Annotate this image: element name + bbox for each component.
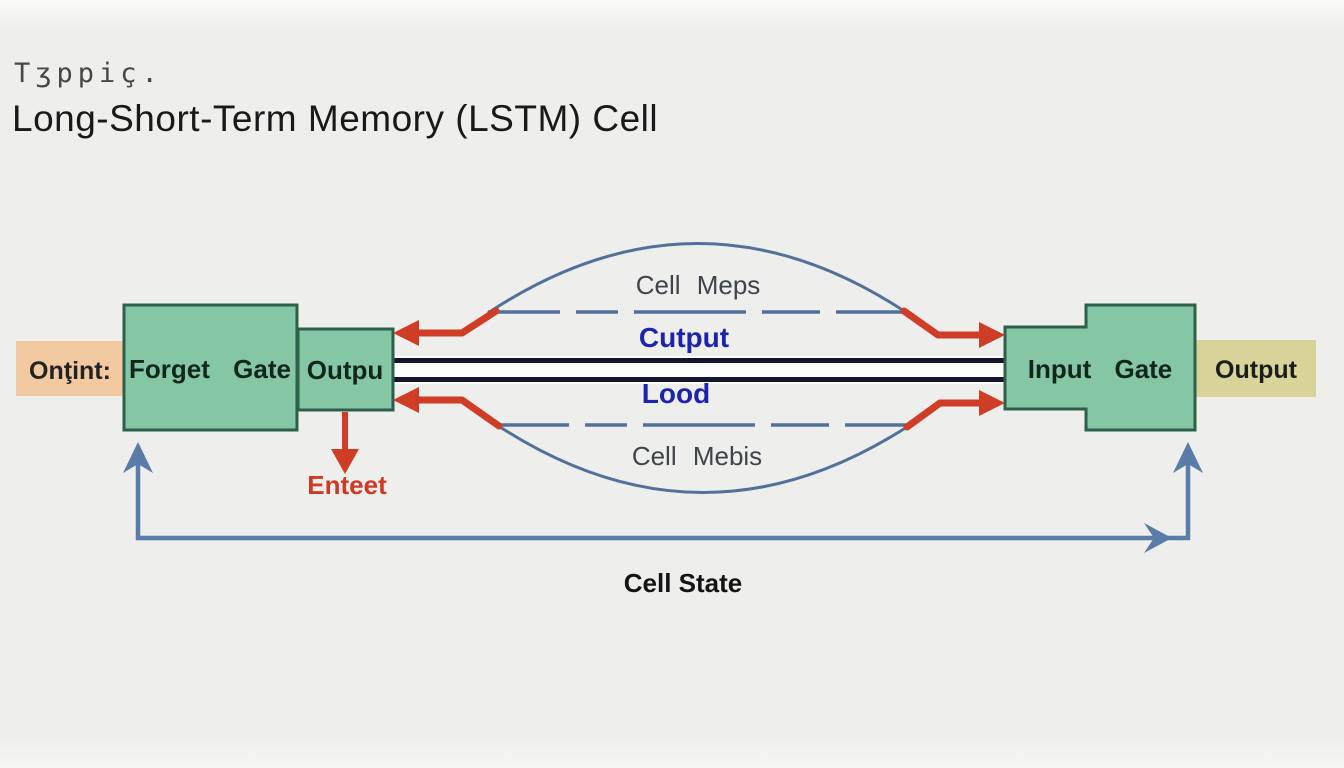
cell-state-label: Cell State	[624, 568, 743, 598]
red-arrow-right-bottom-line	[903, 399, 988, 431]
red-arrow-left-bottom-icon	[393, 387, 419, 413]
loop-bottom-label: Cell Mebis	[632, 441, 762, 471]
outpu-label: Outpu	[307, 355, 384, 385]
bus-top-label: Cutput	[639, 322, 729, 353]
red-down-arrow-icon	[331, 449, 359, 474]
red-arrow-left-top-line	[410, 307, 500, 337]
red-arrow-right-top-icon	[979, 322, 1005, 348]
page-title: Long-Short-Term Memory (LSTM) Cell	[12, 98, 659, 139]
loop-right-arrow-icon	[1144, 523, 1172, 553]
bus-bottom-label: Lood	[642, 378, 710, 409]
input-gate-label: Input Gate	[1028, 354, 1173, 384]
output-tag-label: Output	[1215, 356, 1298, 384]
red-arrow-right-bottom-icon	[979, 390, 1005, 416]
output-tag-box	[1195, 340, 1316, 397]
cell-state-loop-line	[135, 449, 1191, 541]
topic-caption: Tʒppiç.	[14, 58, 163, 89]
input-gate-box	[1003, 303, 1197, 432]
loop-top-label: Cell Meps	[636, 270, 761, 300]
upper-arc	[487, 242, 908, 315]
red-arrow-right-top-line	[900, 307, 988, 339]
lower-arc	[496, 423, 911, 494]
input-tag-label: Onţint:	[29, 357, 111, 385]
forget-gate-box	[122, 303, 299, 432]
outpu-box	[296, 327, 395, 412]
loop-up-arrow-left-icon	[123, 442, 153, 473]
loop-up-arrow-right-icon	[1173, 442, 1203, 473]
input-tag-box	[16, 341, 124, 396]
red-arrow-left-top-icon	[393, 320, 419, 346]
enter-label: Enteet	[307, 470, 387, 500]
forget-gate-label: Forget Gate	[129, 354, 291, 384]
red-arrow-left-bottom-line	[410, 396, 503, 430]
